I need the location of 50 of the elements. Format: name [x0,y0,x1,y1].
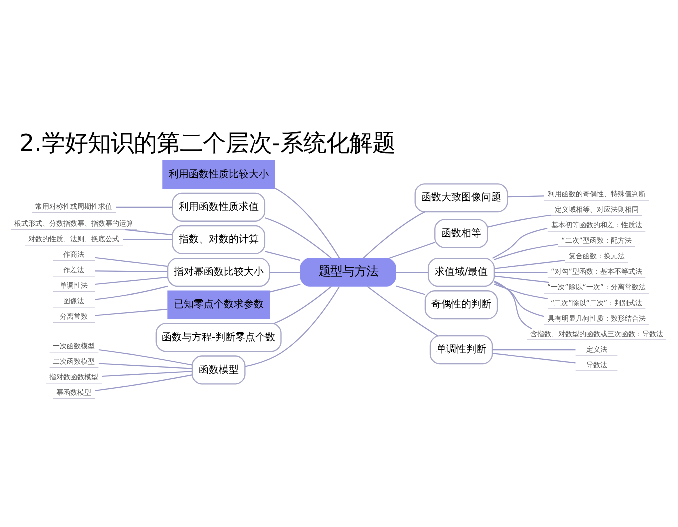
node-box: 求值域/最值 [428,258,496,287]
node-box: 单调性判断 [430,335,494,364]
node-box: 奇偶性的判断 [424,290,498,320]
connector [274,187,340,258]
connector [264,250,301,261]
connector [270,271,301,273]
node-box: 函数与方程-判断零点个数 [156,322,282,352]
connector [116,206,173,208]
connector [494,275,550,283]
connector [95,308,168,316]
connector [492,349,576,350]
connector [95,256,168,267]
connector [95,270,168,272]
connector [95,276,168,285]
node-box: 利用函数性质求值 [172,192,266,222]
connector [95,374,192,391]
connector [508,195,544,198]
node-box: 函数模型 [192,355,246,384]
connector [367,286,438,336]
node-box: 函数相等 [434,218,488,248]
node-box: 题型与方法 [300,258,396,286]
connector [492,352,576,364]
connector [494,244,558,260]
node-box: 利用函数性质比较大小 [162,160,276,189]
connector [270,283,301,292]
connector [102,370,192,377]
connector [274,286,332,324]
connector [494,271,548,273]
connector [95,285,168,300]
connector [396,271,428,273]
connector [494,280,532,329]
connector [396,285,426,295]
connector [125,228,173,236]
connector [98,362,192,369]
node-box: 已知零点个数求参数 [168,290,270,319]
diagram-title: 2.学好知识的第二个层次-系统化解题 [20,129,396,156]
connector [245,286,340,367]
node-box: 函数大致图像问题 [414,183,508,212]
connector [488,214,552,228]
connector [363,211,426,258]
connector [494,283,548,299]
connector [492,228,548,259]
connector [123,238,173,240]
connector [98,348,192,366]
connector [494,282,544,317]
node-box: 指数、对数的计算 [172,224,266,254]
node-box: 指对幂函数比较大小 [167,258,270,287]
connector [389,242,436,259]
connector [264,216,332,258]
connector [494,260,566,269]
